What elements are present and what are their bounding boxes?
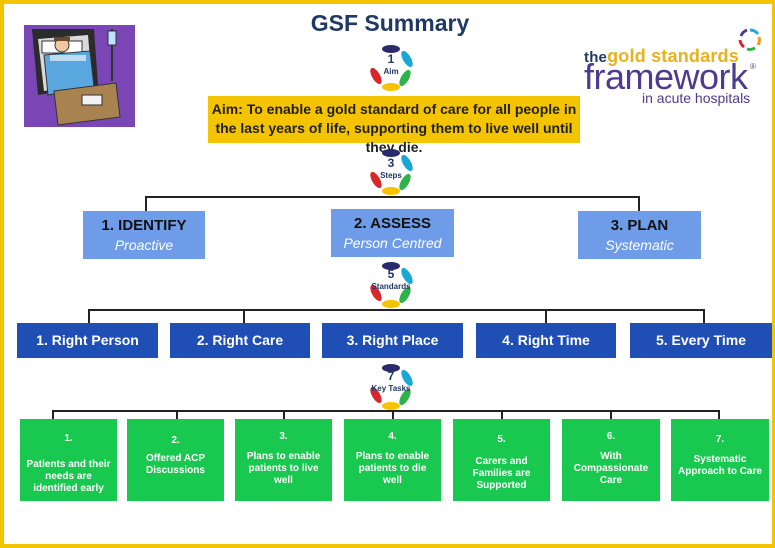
key-task-box-5: 5. Carers and Families are Supported — [453, 419, 550, 501]
aim-badge: 1 Aim — [366, 42, 416, 92]
steps-connector-left — [145, 196, 147, 212]
tasks-connector-5 — [501, 410, 503, 420]
key-task-number: 1. — [64, 433, 73, 444]
key-task-box-1: 1. Patients and their needs are identifi… — [20, 419, 117, 501]
tasks-connector-7 — [718, 410, 720, 420]
flower-ring-icon — [370, 149, 413, 195]
standards-badge-label: Standards — [371, 282, 411, 291]
tasks-connector-4 — [392, 410, 394, 420]
step-title: 3. PLAN — [610, 217, 669, 234]
key-task-box-2: 2. Offered ACP Discussions — [127, 419, 224, 501]
standard-box-5: 5. Every Time — [630, 323, 772, 358]
tasks-connector-2 — [176, 410, 178, 420]
key-tasks-badge-number: 7 — [387, 369, 395, 383]
key-task-box-6: 6. With Compassionate Care — [562, 419, 660, 501]
logo-line3: in acute hospitals — [642, 90, 751, 106]
standards-connector-4 — [545, 309, 547, 324]
standards-badge: 5 Standards — [366, 259, 416, 309]
key-task-text: With Compassionate Care — [573, 451, 649, 486]
standard-box-2: 2. Right Care — [170, 323, 310, 358]
steps-badge-label: Steps — [380, 171, 402, 180]
aim-badge-label: Aim — [383, 67, 399, 76]
logo-ring-icon — [738, 28, 761, 51]
standards-connector-5 — [703, 309, 705, 324]
key-task-number: 4. — [388, 431, 397, 442]
steps-connector-right — [638, 196, 640, 212]
standard-box-1: 1. Right Person — [17, 323, 158, 358]
flower-ring-icon — [370, 262, 413, 308]
standards-connector-horizontal — [88, 309, 705, 311]
gsf-logo: thegold standards framework ® in acute h… — [580, 28, 761, 112]
key-task-number: 7. — [715, 434, 725, 445]
key-task-box-7: 7. Systematic Approach to Care — [671, 419, 769, 501]
page-title: GSF Summary — [310, 10, 470, 36]
patient-in-bed-illustration — [24, 25, 135, 127]
step-box-plan: 3. PLAN Systematic — [578, 211, 701, 259]
step-subtitle: Systematic — [605, 237, 674, 253]
key-task-text: Patients and their needs are identified … — [26, 459, 111, 494]
steps-badge: 3 Steps — [366, 146, 416, 196]
logo-line1: thegold standards — [584, 46, 739, 66]
tasks-connector-3 — [283, 410, 285, 420]
aim-badge-number: 1 — [387, 52, 395, 66]
step-box-assess: 2. ASSESS Person Centred — [331, 209, 454, 257]
key-tasks-badge-label: Key Tasks — [371, 384, 411, 393]
key-tasks-badge: 7 Key Tasks — [366, 361, 416, 411]
step-subtitle: Person Centred — [343, 235, 442, 251]
key-task-box-3: 3. Plans to enable patients to live well — [235, 419, 332, 501]
standards-connector-1 — [88, 309, 90, 324]
logo-line2: framework — [584, 56, 748, 97]
tasks-connector-1 — [52, 410, 54, 420]
key-task-text: Plans to enable patients to live well — [246, 451, 321, 486]
flower-ring-icon — [370, 364, 413, 410]
tasks-connector-horizontal — [52, 410, 720, 412]
standard-box-3: 3. Right Place — [322, 323, 463, 358]
steps-connector-horizontal — [145, 196, 640, 198]
key-task-number: 6. — [606, 431, 616, 442]
tasks-connector-6 — [610, 410, 612, 420]
key-task-number: 3. — [279, 431, 288, 442]
standard-box-4: 4. Right Time — [476, 323, 616, 358]
aim-statement: Aim: To enable a gold standard of care f… — [208, 96, 580, 155]
steps-badge-number: 3 — [387, 156, 395, 170]
step-box-identify: 1. IDENTIFY Proactive — [83, 211, 205, 259]
logo-registered-mark: ® — [750, 62, 756, 71]
flower-ring-icon — [370, 45, 413, 91]
step-title: 1. IDENTIFY — [101, 217, 187, 234]
key-task-text: Plans to enable patients to die well — [355, 451, 430, 486]
key-task-box-4: 4. Plans to enable patients to die well — [344, 419, 441, 501]
key-task-number: 5. — [497, 434, 506, 445]
key-task-text: Carers and Families are Supported — [472, 456, 531, 491]
step-subtitle: Proactive — [114, 237, 174, 253]
standards-connector-2 — [243, 309, 245, 324]
key-task-text: Systematic Approach to Care — [678, 454, 762, 477]
key-task-number: 2. — [171, 435, 180, 446]
step-title: 2. ASSESS — [354, 215, 431, 232]
key-task-text: Offered ACP Discussions — [145, 453, 206, 476]
standards-badge-number: 5 — [387, 267, 395, 281]
